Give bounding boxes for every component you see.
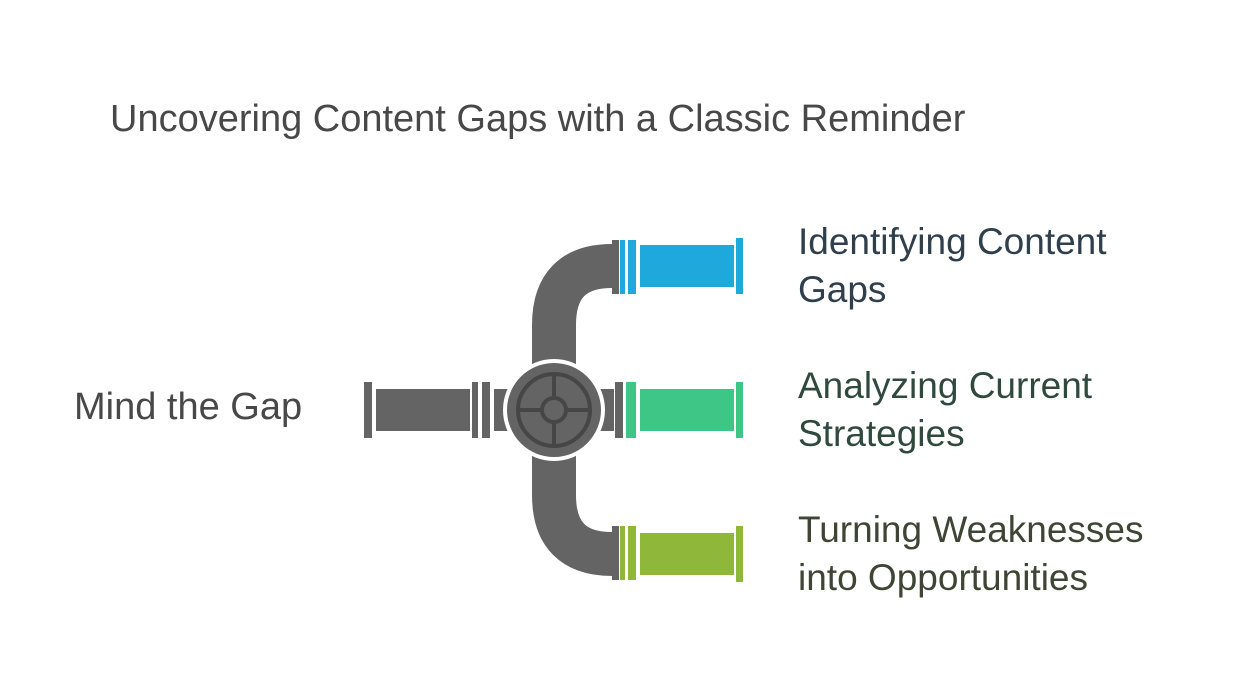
branch-pipe-blue (620, 238, 743, 294)
branch-label-line: Strategies (798, 413, 965, 454)
branch-label-line: Gaps (798, 269, 887, 310)
branch-label-analyzing: Analyzing Current Strategies (798, 362, 1238, 458)
branch-pipe-green (626, 382, 743, 438)
pipe-curve-top (532, 244, 613, 375)
flanges-gray (612, 240, 623, 580)
branch-label-line: into Opportunities (798, 557, 1089, 598)
valve-hub-icon (503, 359, 605, 461)
branch-label-line: Analyzing Current (798, 365, 1093, 406)
diagram-title: Uncovering Content Gaps with a Classic R… (110, 98, 966, 140)
input-pipe (364, 382, 514, 438)
pipe-curve-bottom (532, 445, 613, 576)
branch-label-turning: Turning Weaknesses into Opportunities (798, 506, 1238, 602)
branch-label-identifying: Identifying Content Gaps (798, 218, 1238, 314)
branch-pipe-olive (620, 526, 743, 582)
branch-label-line: Identifying Content (798, 221, 1107, 262)
source-label: Mind the Gap (74, 386, 303, 428)
branch-label-line: Turning Weaknesses (798, 509, 1144, 550)
